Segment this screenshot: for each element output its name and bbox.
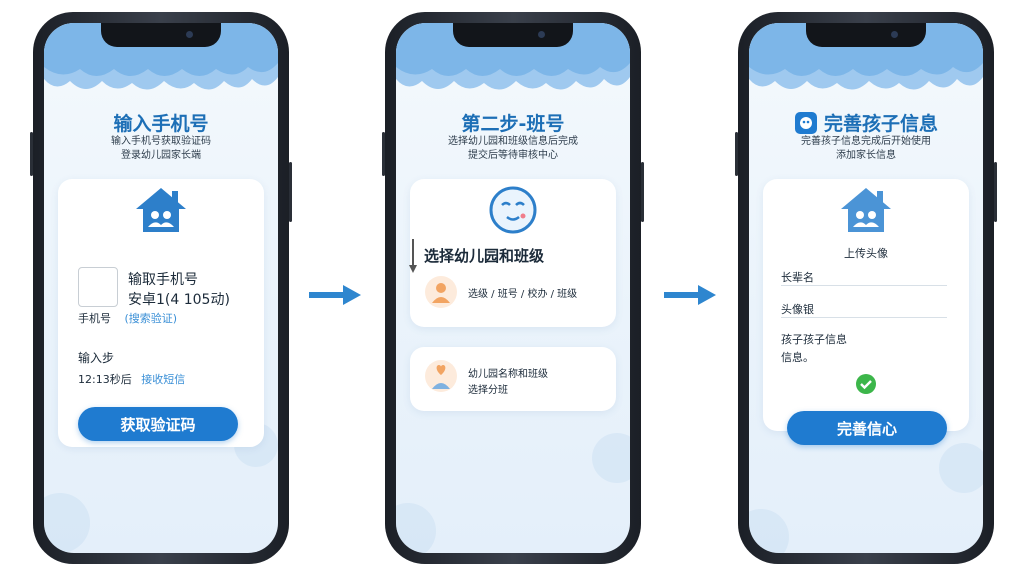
field-avatar-label: 头像银 (781, 303, 814, 316)
right-arrow-icon (309, 285, 361, 305)
phone-notch (101, 23, 221, 47)
complete-button[interactable]: 完善信心 (787, 411, 947, 445)
page-subtitle: 完善孩子信息完成后开始使用 添加家长信息 (801, 136, 931, 161)
phone-field-value[interactable]: 安卓1(4 105动) (128, 292, 230, 308)
class-info-line1: 幼儿园名称和班级 (468, 369, 548, 380)
phone-hint: 手机号 (搜索验证) (78, 312, 178, 325)
field-name-underline[interactable] (781, 285, 947, 286)
phone-screen-step2: 第二步-班号 选择幼儿园和班级信息后完成 提交后等待审核中心 选择幼儿园和班级 … (396, 23, 630, 553)
section-title: 选择幼儿园和班级 (424, 247, 545, 265)
class-select-text: 选级 / 班号 / 校办 / 班级 (468, 289, 578, 300)
down-arrow-icon (409, 239, 417, 273)
phone-screen-step3: 完善孩子信息 完善孩子信息完成后开始使用 添加家长信息 上传头像 长辈名 头像银… (749, 23, 983, 553)
next-step-label: 输入步 (78, 351, 115, 365)
phone-screen-step1: 输入手机号 输入手机号获取验证码 登录幼儿园家长端 输取手机号 安卓1(4 10… (44, 23, 278, 553)
house-icon[interactable] (839, 185, 893, 235)
page-title: 完善孩子信息 (749, 109, 983, 136)
phone-frame-step2: 第二步-班号 选择幼儿园和班级信息后完成 提交后等待审核中心 选择幼儿园和班级 … (382, 12, 644, 564)
field-name-label: 长辈名 (781, 271, 814, 284)
heart-person-icon (425, 360, 457, 392)
phone-notch (806, 23, 926, 47)
phone-frame-step1: 输入手机号 输入手机号获取验证码 登录幼儿园家长端 输取手机号 安卓1(4 10… (30, 12, 292, 564)
verify-link[interactable]: (搜索验证) (124, 312, 178, 325)
child-info-line1: 孩子孩子信息 (781, 333, 847, 346)
page-subtitle: 选择幼儿园和班级信息后完成 提交后等待审核中心 (448, 136, 578, 161)
phone-field-label: 输取手机号 (128, 272, 198, 288)
get-code-button[interactable]: 获取验证码 (78, 407, 238, 441)
field-avatar-underline[interactable] (781, 317, 947, 318)
page-subtitle: 输入手机号获取验证码 登录幼儿园家长端 (111, 136, 211, 161)
class-info-line2: 选择分班 (468, 385, 508, 396)
right-arrow-icon (664, 285, 716, 305)
person-icon (425, 276, 457, 308)
page-title: 第二步-班号 (461, 113, 565, 135)
app-logo-icon (794, 111, 817, 134)
countdown-text: 12:13秒后 接收短信 (78, 373, 186, 386)
phone-notch (453, 23, 573, 47)
resend-sms-link[interactable]: 接收短信 (141, 373, 186, 386)
check-icon (856, 374, 876, 394)
smiley-icon (489, 186, 537, 234)
child-info-line2: 信息。 (781, 351, 814, 364)
phone-checkbox[interactable] (78, 267, 118, 307)
page-title: 输入手机号 (113, 113, 209, 135)
phone-frame-step3: 完善孩子信息 完善孩子信息完成后开始使用 添加家长信息 上传头像 长辈名 头像银… (735, 12, 997, 564)
class-select-row[interactable]: 选级 / 班号 / 校办 / 班级 (424, 273, 608, 313)
upload-avatar-label: 上传头像 (844, 247, 888, 260)
house-icon (136, 188, 186, 232)
